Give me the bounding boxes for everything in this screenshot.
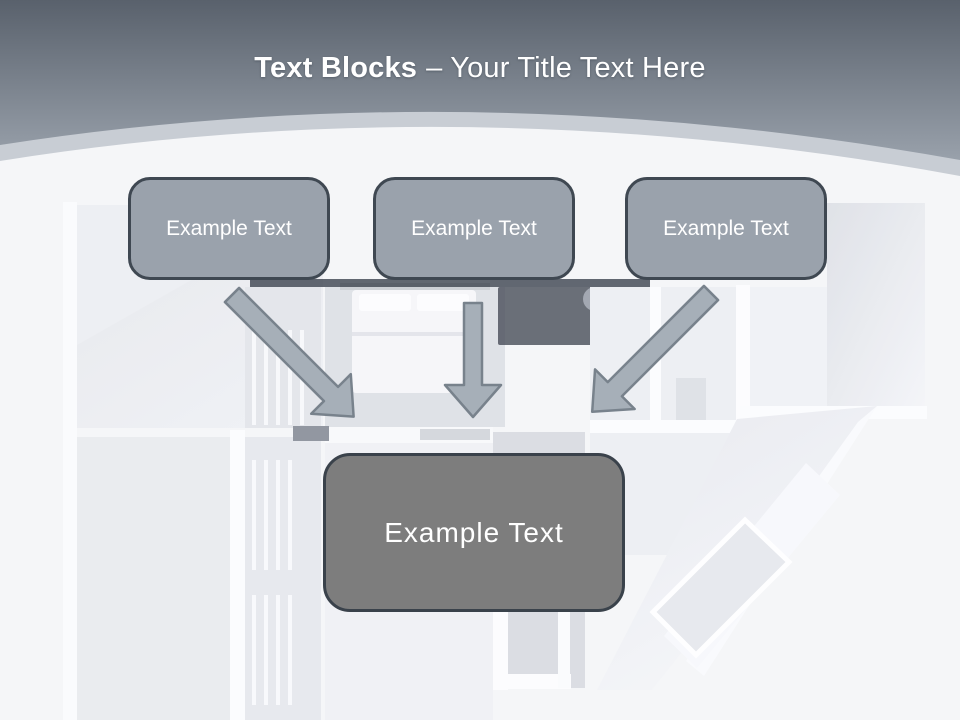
slide-header	[0, 0, 960, 220]
text-block-1-label: Example Text	[166, 216, 292, 240]
arrow-down-icon	[443, 301, 503, 419]
text-block-1[interactable]: Example Text	[128, 177, 330, 280]
text-block-3[interactable]: Example Text	[625, 177, 827, 280]
title-bold-text: Text Blocks	[254, 52, 418, 84]
header-curve	[0, 0, 960, 176]
arrow-right-diagonal-icon	[590, 284, 720, 414]
slide-title[interactable]: Text Blocks– Your Title Text Here	[0, 52, 960, 85]
title-regular-text: – Your Title Text Here	[426, 52, 706, 84]
text-block-bottom[interactable]: Example Text	[323, 453, 625, 612]
text-block-2-label: Example Text	[411, 216, 537, 240]
text-block-bottom-label: Example Text	[384, 516, 564, 548]
text-block-3-label: Example Text	[663, 216, 789, 240]
text-block-2[interactable]: Example Text	[373, 177, 575, 280]
arrow-left-diagonal-icon	[223, 286, 355, 418]
